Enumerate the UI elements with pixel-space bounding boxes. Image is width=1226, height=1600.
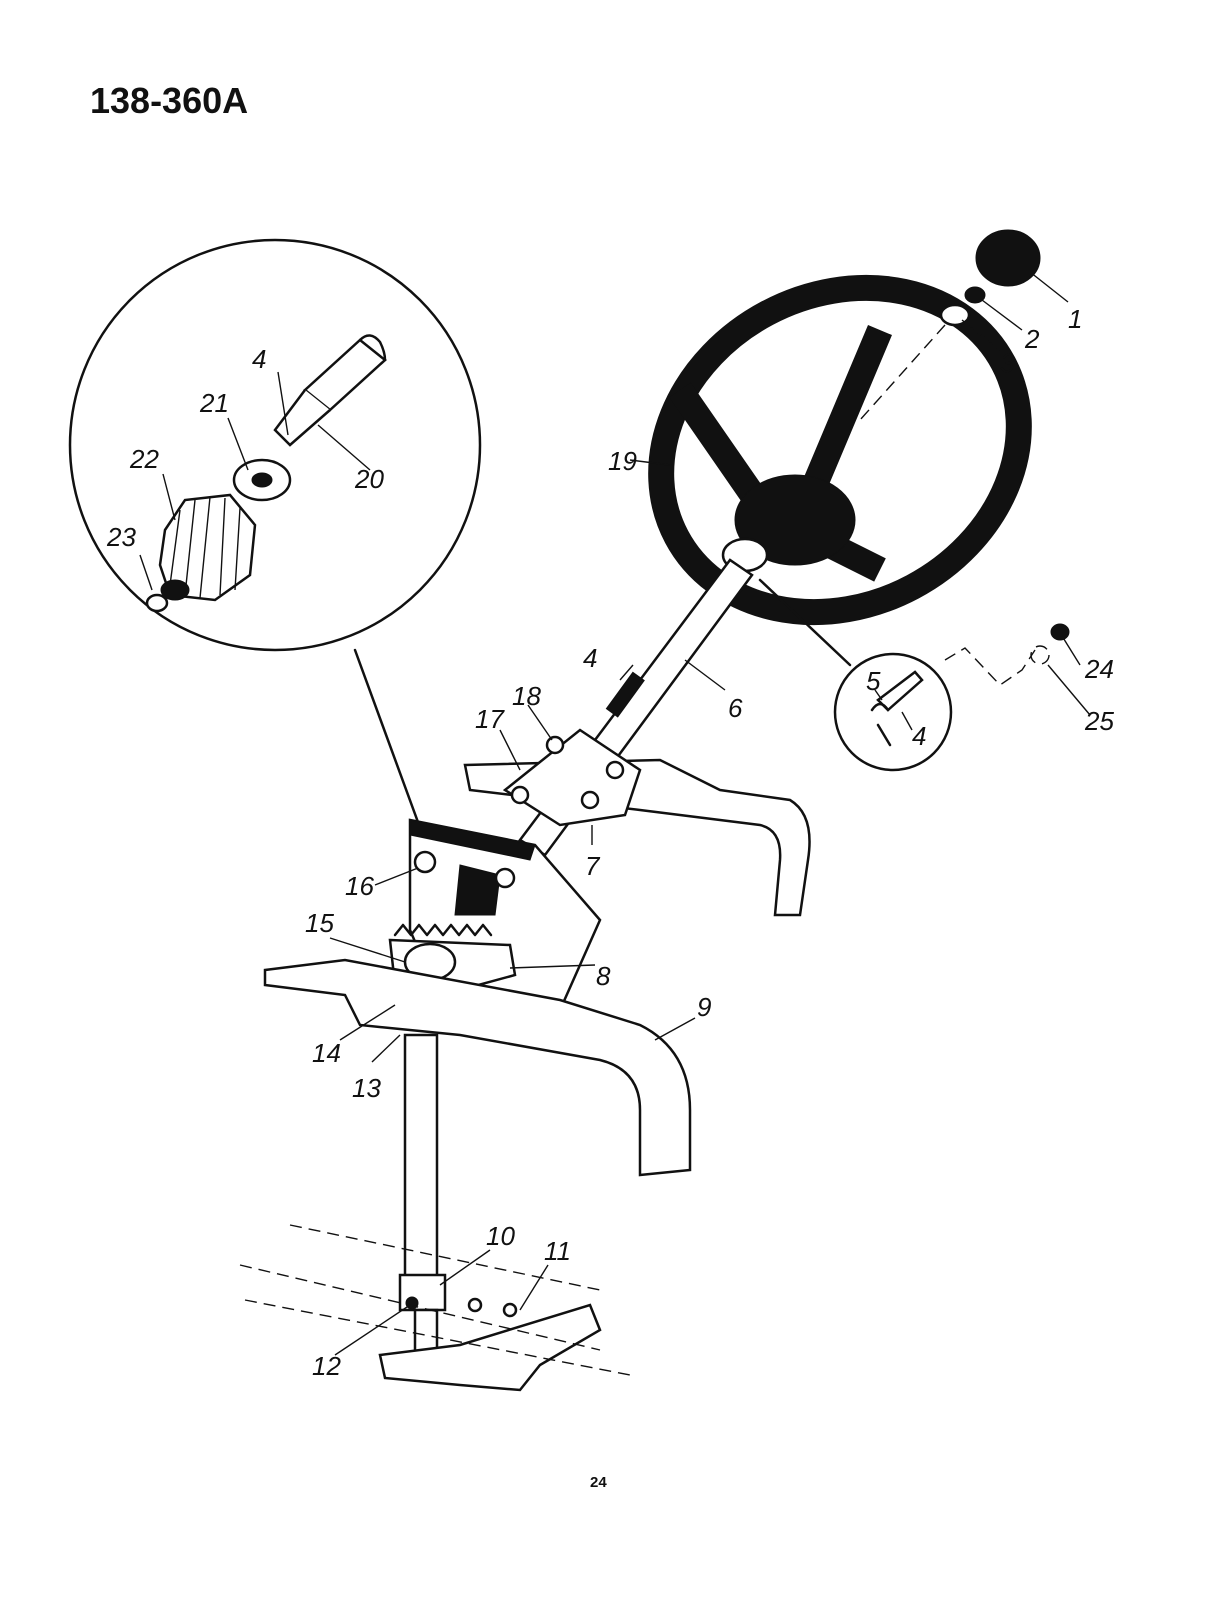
callout-22: 22: [129, 444, 159, 474]
page-number: 24: [590, 1474, 607, 1491]
steering-cap-hardware: [859, 229, 1041, 421]
shaft-support-bracket: [463, 728, 811, 917]
callout-24: 24: [1084, 654, 1114, 684]
model-number: 138-360A: [90, 80, 249, 121]
callout-19: 19: [608, 446, 637, 476]
callout-20: 20: [354, 464, 384, 494]
callout-23: 23: [106, 522, 136, 552]
callout-25: 25: [1084, 706, 1114, 736]
leader-lines: [139, 271, 1091, 1356]
frame-plate: [263, 958, 692, 1177]
callout-14: 14: [312, 1038, 341, 1068]
callout-21: 21: [199, 388, 229, 418]
callout-17: 17: [475, 704, 505, 734]
callout-12: 12: [312, 1351, 341, 1381]
callout-4-detail: 4: [252, 344, 266, 374]
callout-5: 5: [866, 666, 881, 696]
callout-10: 10: [486, 1221, 515, 1251]
callout-18: 18: [512, 681, 541, 711]
callout-16: 16: [345, 871, 374, 901]
callout-2: 2: [1024, 324, 1040, 354]
callout-15: 15: [305, 908, 334, 938]
callout-9: 9: [697, 992, 711, 1022]
callout-13: 13: [352, 1073, 381, 1103]
steering-wheel: [648, 274, 1032, 626]
callout-1: 1: [1068, 304, 1082, 334]
callout-8: 8: [596, 961, 611, 991]
callout-4-key: 4: [912, 721, 926, 751]
callout-4-shaft: 4: [583, 643, 597, 673]
callout-labels: 1 2 3 4 4 4 5 6 7 8 9 10 11 12 13 14 15 …: [106, 304, 1114, 1381]
spindle-lower-assembly: [239, 1033, 631, 1392]
callout-3: 3: [1000, 348, 1015, 378]
detail-circle-key: [758, 578, 1070, 772]
callout-11: 11: [544, 1236, 571, 1266]
callout-6: 6: [728, 693, 743, 723]
callout-7: 7: [585, 851, 601, 881]
